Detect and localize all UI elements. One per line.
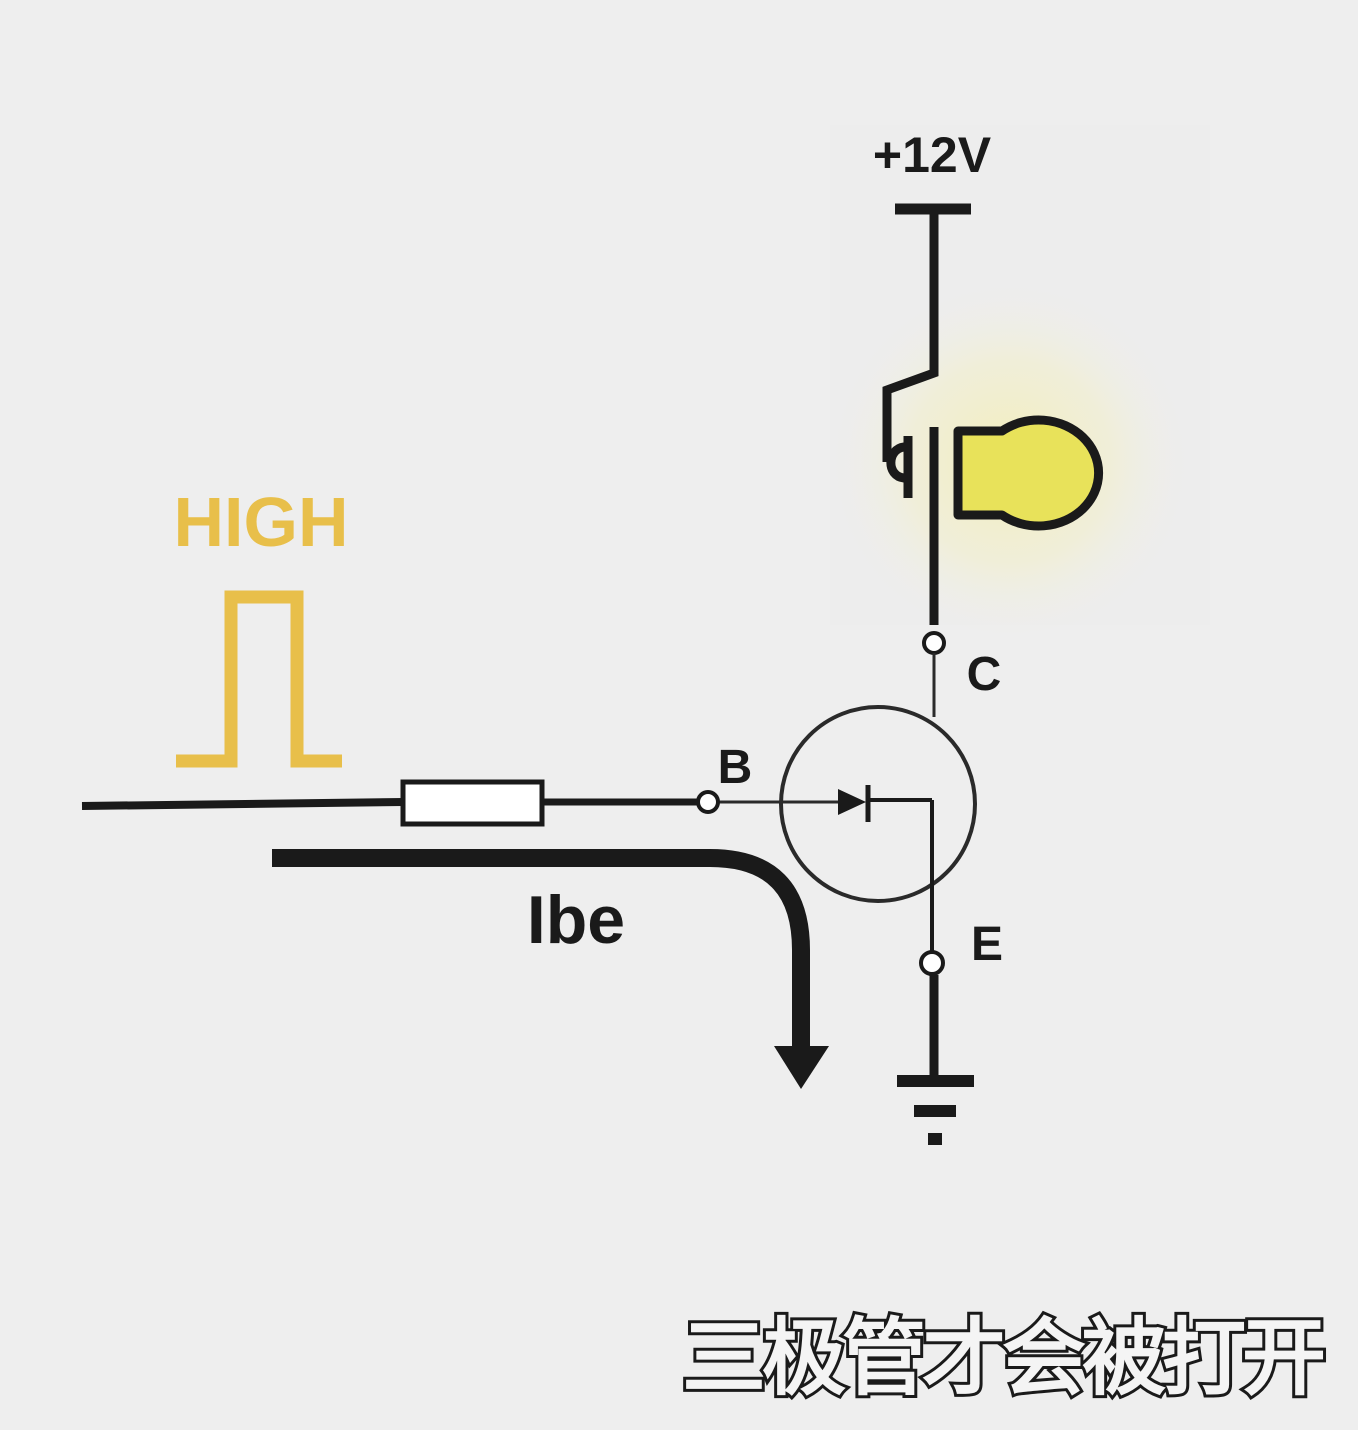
emitter-terminal [919,950,945,976]
lamp-icon [953,415,1104,531]
pulse-icon [176,590,342,768]
base-label: B [718,741,753,794]
collector-terminal [922,631,946,655]
subtitle-caption: 三极管才会被打开 [679,1306,1329,1410]
collector-label: C [967,648,1002,701]
input-wire [81,798,698,810]
relay-icon [882,209,939,625]
current-arrow-icon [272,849,829,1089]
base-terminal [696,790,720,814]
emitter-label: E [971,918,1003,971]
signal-label: HIGH [174,483,349,561]
resistor-icon [400,779,545,827]
supply-label: +12V [873,127,992,183]
ground-icon [897,1075,974,1145]
diode-icon [838,785,871,822]
current-label: Ibe [527,882,625,958]
transistor-icon [718,653,977,952]
